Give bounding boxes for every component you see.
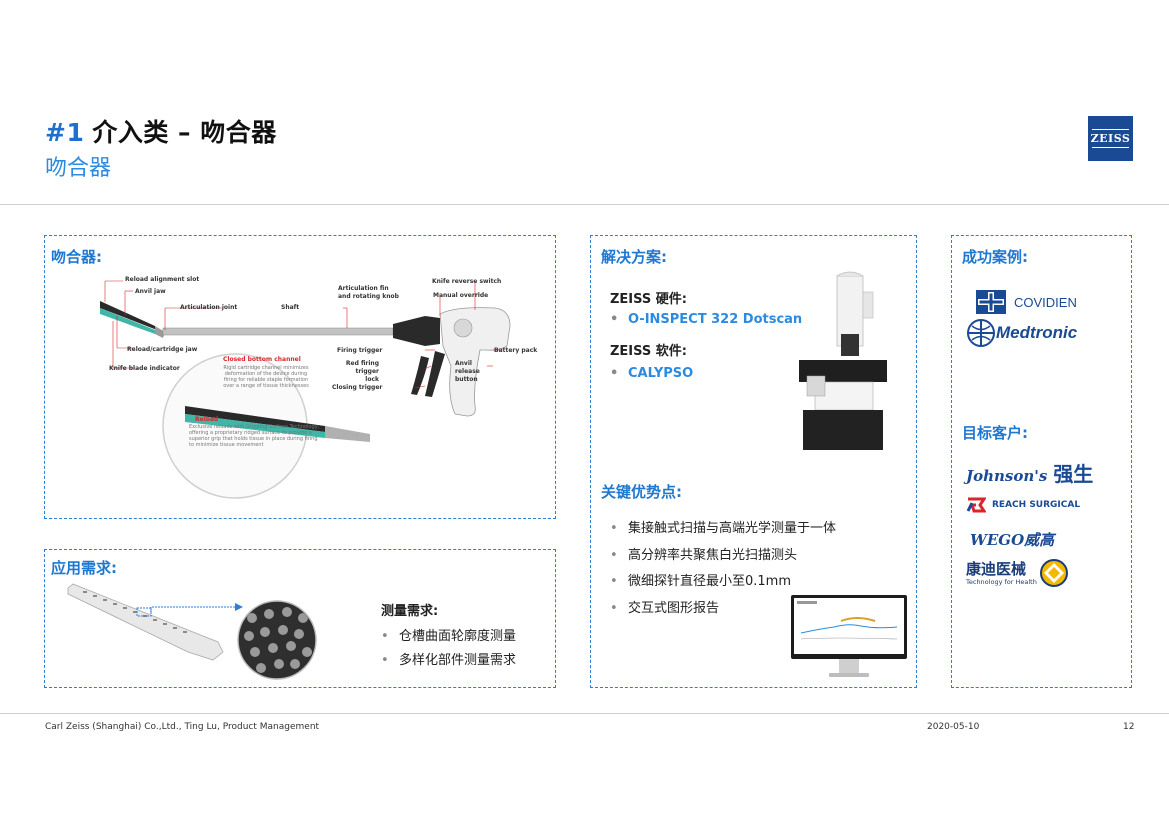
- footer-date: 2020-05-10: [927, 722, 980, 732]
- page-subtitle: 吻合器: [45, 156, 112, 181]
- cases-panel: 成功案例: COVIDIEN Medtronic 目标客户: Johnson's…: [951, 235, 1132, 688]
- solution-panel: 解决方案: ZEISS 硬件: O-INSPECT 322 Dotscan ZE…: [590, 235, 917, 688]
- johnson-script-text: Johnson's: [966, 467, 1048, 485]
- list-item: 多样化部件测量需求: [381, 649, 516, 673]
- solution-panel-title: 解决方案:: [601, 248, 667, 266]
- slide-number: #1: [45, 118, 85, 147]
- label-firing-trigger: Firing trigger: [337, 347, 383, 354]
- stapler-diagram: [100, 280, 511, 499]
- wego-logo: WEGO 威高: [970, 529, 1054, 550]
- label-knife-blade-indicator: Knife blade indicator: [109, 365, 180, 372]
- medtronic-text: Medtronic: [996, 323, 1078, 342]
- label-closing-trigger: Closing trigger: [332, 384, 383, 391]
- label-reload-alignment-slot: Reload alignment slot: [125, 276, 200, 283]
- label-anvil-release-button: Anvil release button: [455, 360, 480, 383]
- kangdi-cn-text: 康迪医械: [966, 559, 1027, 578]
- covidien-icon: [976, 290, 1006, 314]
- list-item: CALYPSO: [610, 366, 693, 381]
- reach-text: REACH SURGICAL: [992, 500, 1081, 510]
- label-knife-reverse-switch: Knife reverse switch: [432, 278, 502, 285]
- label-anvil-jaw: Anvil jaw: [135, 288, 166, 295]
- measurement-req-title: 测量需求:: [381, 604, 439, 619]
- covidien-text: COVIDIEN: [1014, 294, 1077, 310]
- application-panel: 应用需求: 测量需求: 仓槽曲面轮廓度测量 多样化部件测量需求: [44, 549, 556, 688]
- reach-surgical-logo: REACH SURGICAL: [966, 497, 1080, 513]
- stapler-jaws: [100, 301, 165, 338]
- rotating-knob: [393, 316, 440, 346]
- report-monitor-image: [791, 595, 907, 677]
- label-reload: Reload: [195, 416, 219, 423]
- johnson-logo: Johnson's 强生: [966, 458, 1093, 487]
- title-text: 介入类 – 吻合器: [92, 118, 277, 147]
- label-reload-cartridge-jaw: Reload/cartridge jaw: [127, 346, 198, 353]
- footer-divider: [0, 713, 1169, 714]
- list-item: 集接触式扫描与高端光学测量于一体: [610, 516, 836, 543]
- footer-page-number: 12: [1123, 722, 1135, 732]
- medtronic-icon: [967, 319, 995, 347]
- cartridge-image: [67, 583, 243, 661]
- label-battery-pack: Battery pack: [494, 347, 538, 354]
- stapler-shaft: [162, 327, 394, 336]
- label-shaft: Shaft: [281, 304, 300, 311]
- medtronic-logo: Medtronic: [964, 318, 1077, 348]
- zeiss-logo: ZEISS: [1088, 116, 1133, 161]
- label-closed-bottom-channel: Closed bottom channel: [223, 356, 301, 363]
- cartridge-closeup-image: [237, 600, 317, 680]
- wego-cn-text: 威高: [1024, 531, 1055, 549]
- cases-panel-title: 成功案例:: [962, 248, 1028, 266]
- stapler-panel-title: 吻合器:: [51, 248, 102, 266]
- label-articulation-fin: Articulation fin and rotating knob: [338, 285, 399, 300]
- kangdi-text-group: 康迪医械 Technology for Health: [966, 559, 1037, 586]
- kangdi-en-text: Technology for Health: [966, 577, 1037, 586]
- software-list: CALYPSO: [610, 366, 693, 381]
- covidien-logo: COVIDIEN: [976, 290, 1077, 314]
- note-closed-bottom-channel: Rigid cartridge channel minimizes deform…: [223, 365, 309, 389]
- measurement-req-list: 仓槽曲面轮廓度测量 多样化部件测量需求: [381, 625, 516, 673]
- hardware-list: O-INSPECT 322 Dotscan: [610, 312, 802, 327]
- label-red-firing-trigger-lock: Red firing trigger lock: [345, 360, 379, 383]
- hardware-label: ZEISS 硬件:: [610, 292, 688, 307]
- note-reload: Exclusive reloads with Gripping Surface …: [189, 424, 320, 448]
- target-customers-title: 目标客户:: [962, 424, 1028, 442]
- advantages-list: 集接触式扫描与高端光学测量于一体 高分辨率共聚焦白光扫描测头 微细探针直径最小至…: [610, 516, 836, 622]
- application-panel-title: 应用需求:: [51, 559, 117, 577]
- header-divider: [0, 204, 1169, 205]
- list-item: 交互式图形报告: [610, 596, 836, 623]
- o-inspect-machine-image: [799, 271, 887, 450]
- footer-company: Carl Zeiss (Shanghai) Co.,Ltd., Ting Lu,…: [45, 722, 320, 732]
- reach-icon: [966, 497, 986, 513]
- label-manual-override: Manual override: [433, 292, 489, 299]
- list-item: 仓槽曲面轮廓度测量: [381, 625, 516, 649]
- software-label: ZEISS 软件:: [610, 344, 688, 359]
- wego-text: WEGO: [970, 530, 1025, 549]
- stapler-panel: 吻合器:: [44, 235, 556, 519]
- advantages-title: 关键优势点:: [601, 483, 682, 501]
- kangdi-icon: [1039, 559, 1068, 587]
- label-articulation-joint: Articulation joint: [180, 304, 238, 311]
- list-item: 微细探针直径最小至0.1mm: [610, 569, 836, 596]
- list-item: O-INSPECT 322 Dotscan: [610, 312, 802, 327]
- list-item: 高分辨率共聚焦白光扫描测头: [610, 543, 836, 570]
- kangdi-logo: 康迪医械 Technology for Health: [966, 558, 1069, 588]
- johnson-cn-text: 强生: [1053, 462, 1094, 486]
